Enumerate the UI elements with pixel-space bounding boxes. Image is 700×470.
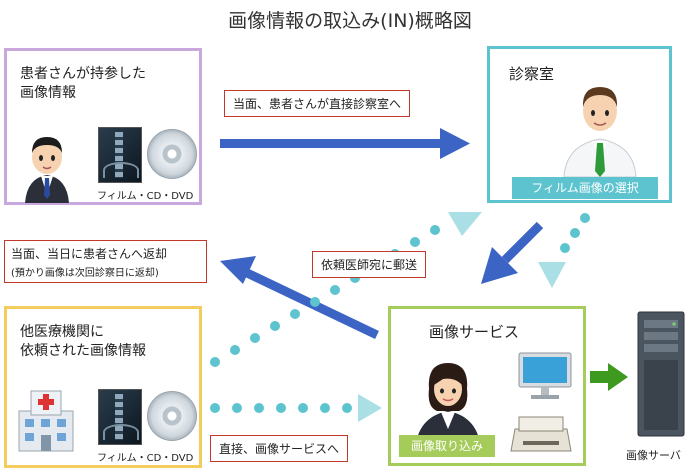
xray-film-icon: [98, 389, 142, 445]
other-media-caption: フィルム・CD・DVD: [97, 453, 194, 464]
clinic-band-label: フィルム画像の選択: [512, 177, 658, 199]
diagram-title: 画像情報の取込み(IN)概略図: [228, 10, 472, 32]
patient-media-caption: フィルム・CD・DVD: [97, 191, 194, 202]
arrow-label-top: 当面、患者さんが直接診察室へ: [224, 90, 411, 117]
dotted-other-to-service: [210, 394, 382, 422]
service-box-title: 画像サービス: [429, 323, 520, 341]
arrow-patient-to-clinic: [220, 128, 470, 159]
hospital-icon: [18, 390, 74, 452]
patient-media-box: 患者さんが持参した 画像情報 フィルム・CD・DVD: [4, 48, 202, 205]
patient-box-title: 患者さんが持参した 画像情報: [20, 66, 146, 101]
dotted-clinic-to-service: [538, 213, 590, 288]
monitor-icon: [518, 352, 572, 399]
image-service-box: 画像サービス 画像取り込み: [388, 306, 586, 466]
arrow-label-mail: 依頼医師宛に郵送: [312, 251, 427, 278]
return-label: 当面、当日に患者さんへ返却 (預かり画像は次回診察日に返却): [4, 240, 207, 283]
other-box-title: 他医療機関に 依頼された画像情報: [20, 324, 146, 359]
clinic-box-title: 診察室: [509, 65, 555, 83]
clinic-box: 診察室 フィルム画像の選択: [487, 46, 672, 203]
cd-disc-icon: [147, 391, 197, 441]
other-institution-box: 他医療機関に 依頼された画像情報 フィルム・CD・DVD: [4, 306, 202, 468]
server-tower-icon: [637, 311, 685, 437]
arrow-clinic-to-service: [481, 221, 544, 284]
xray-film-icon: [98, 127, 142, 183]
server-label: 画像サーバ: [626, 449, 681, 462]
cd-disc-icon: [147, 129, 197, 179]
arrow-service-to-server: [590, 363, 628, 391]
patient-person-icon: [25, 137, 69, 203]
service-band-label: 画像取り込み: [399, 435, 495, 457]
doctor-icon: [563, 87, 637, 177]
arrow-label-bottom: 直接、画像サービスへ: [210, 435, 349, 462]
scanner-icon: [510, 416, 572, 452]
